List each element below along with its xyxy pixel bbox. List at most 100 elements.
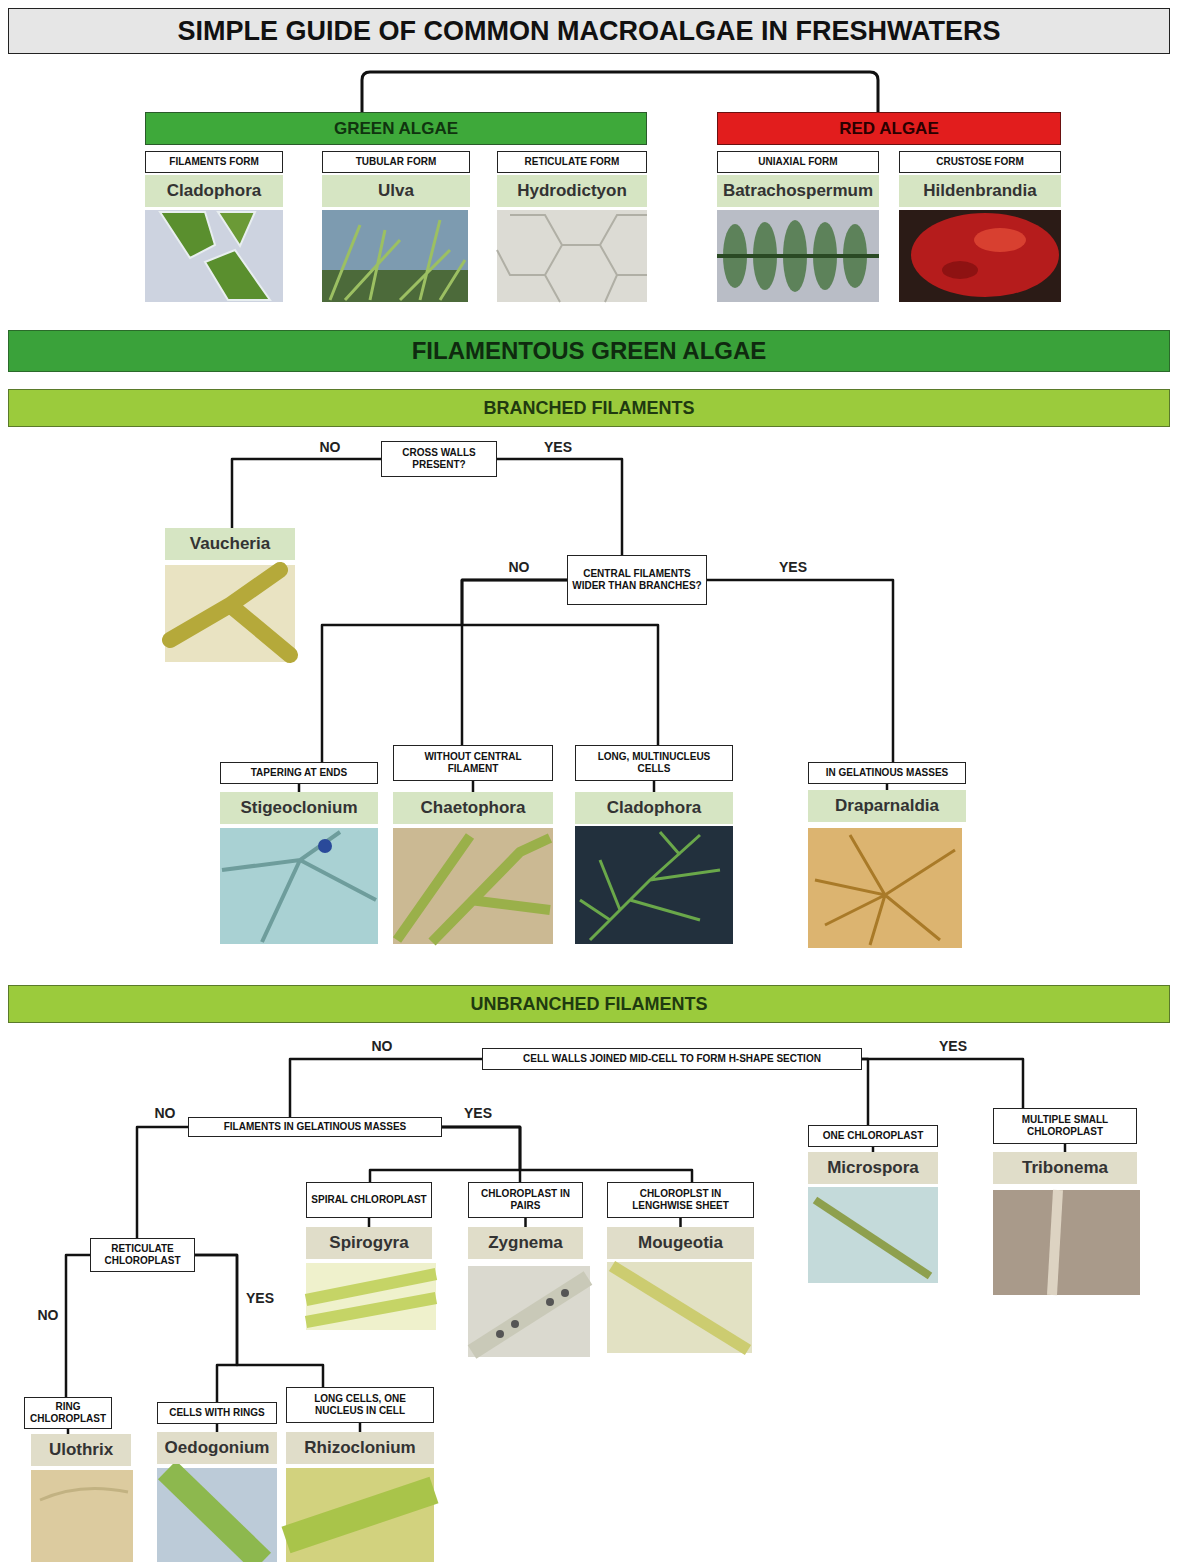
edge-label: NO (318, 440, 343, 455)
algal-cell (205, 250, 270, 300)
chloroplast (496, 1330, 504, 1338)
node-text: CHLOROPLST IN LENGHWISE SHEET (612, 1188, 749, 1212)
photo-ground (220, 828, 378, 944)
chloroplast (546, 1298, 554, 1306)
subsection-band: BRANCHED FILAMENTS (8, 389, 1170, 427)
node-text: Oedogonium (165, 1438, 270, 1458)
node-text: TUBULAR FORM (356, 156, 437, 168)
photo-ground (607, 1262, 752, 1353)
net-mesh (497, 215, 647, 302)
photo-ground (165, 565, 295, 662)
photo-ground (286, 1468, 434, 1562)
decision-box: CELLS WITH RINGS (157, 1402, 277, 1424)
connector (679, 1218, 682, 1227)
algal-filament (40, 1488, 128, 1500)
node-text: Vaucheria (190, 534, 270, 554)
node-text: CELL WALLS JOINED MID-CELL TO FORM H-SHA… (523, 1053, 821, 1065)
decision-box: CHLOROPLST IN LENGHWISE SHEET (607, 1182, 754, 1218)
node-text: RING CHLOROPLAST (29, 1401, 107, 1425)
genus-name: Hydrodictyon (497, 175, 647, 207)
node-text: Batrachospermum (723, 181, 873, 201)
connector (368, 1218, 371, 1227)
algal-filament (306, 1274, 436, 1322)
photo-ground (808, 1187, 938, 1283)
photo-ground (393, 828, 553, 944)
edge-label: NO (370, 1039, 395, 1054)
feature-label: IN GELATINOUS MASSES (808, 762, 966, 784)
hildenbrandia-photo (899, 210, 1061, 302)
subsection-band: UNBRANCHED FILAMENTS (8, 985, 1170, 1023)
tree-bracket (362, 72, 878, 112)
photo-ground (157, 1468, 277, 1562)
node-text: Cladophora (607, 798, 701, 818)
connector (472, 781, 475, 792)
red-crust (974, 228, 1026, 252)
cladophora-photo (575, 826, 733, 944)
genus-name: Draparnaldia (808, 790, 966, 822)
algal-filament (472, 1278, 588, 1352)
node-text: CROSS WALLS PRESENT? (386, 447, 492, 471)
decision-box: RING CHLOROPLAST (24, 1397, 112, 1429)
red-crust (942, 261, 978, 279)
node-text: GREEN ALGAE (334, 119, 458, 139)
photo-ground (306, 1263, 436, 1330)
connector (216, 1424, 219, 1432)
photo-ground (468, 1266, 590, 1357)
decision-box: LONG CELLS, ONE NUCLEUS IN CELL (286, 1387, 434, 1423)
node-text: Hydrodictyon (517, 181, 627, 201)
connector (322, 580, 567, 762)
decision-box: CENTRAL FILAMENTS WIDER THAN BRANCHES? (567, 555, 707, 605)
algal-cell (160, 212, 215, 258)
algal-filament (815, 835, 955, 945)
hydrodictyon-photo (497, 210, 647, 302)
connector (195, 1255, 323, 1387)
feature-label: TUBULAR FORM (322, 151, 470, 173)
category-band: RED ALGAE (717, 112, 1061, 145)
node-text: Tribonema (1022, 1158, 1108, 1178)
algal-filament (286, 1490, 434, 1540)
decision-box: SPIRAL CHLOROPLAST (306, 1182, 432, 1218)
genus-name: Zygnema (468, 1227, 583, 1259)
node-text: FILAMENTS FORM (169, 156, 258, 168)
node-text: Ulva (378, 181, 414, 201)
connector (442, 1127, 520, 1182)
photo-ground (575, 826, 733, 944)
genus-name: Vaucheria (165, 528, 295, 560)
genus-name: Ulothrix (31, 1434, 131, 1466)
photo-ground (322, 210, 468, 302)
decision-box: CHLOROPLAST IN PAIRS (468, 1182, 583, 1218)
connector (232, 459, 381, 528)
connector (862, 1059, 868, 1125)
chloroplast (511, 1320, 519, 1328)
connector (497, 459, 622, 555)
ulothrix-photo (31, 1470, 133, 1562)
feature-label: FILAMENTS FORM (145, 151, 283, 173)
connector (137, 1127, 188, 1238)
edge-label: NO (153, 1106, 178, 1121)
edge-label: YES (244, 1291, 276, 1306)
cladophora-photo (145, 210, 283, 302)
node-text: CHLOROPLAST IN PAIRS (473, 1188, 578, 1212)
photo-ground (322, 270, 468, 302)
decision-box: LONG, MULTINUCLEUS CELLS (575, 745, 733, 781)
title-text: SIMPLE GUIDE OF COMMON MACROALGAE IN FRE… (178, 16, 1001, 47)
algal-tube (170, 570, 290, 655)
genus-name: Spirogyra (306, 1227, 432, 1259)
decision-box: FILAMENTS IN GELATINOUS MASSES (188, 1117, 442, 1137)
node-text: Hildenbrandia (923, 181, 1036, 201)
connector (653, 781, 656, 792)
feature-label: RETICULATE FORM (497, 151, 647, 173)
genus-name: Mougeotia (607, 1227, 754, 1259)
photo-ground (717, 210, 879, 302)
red-crust (911, 213, 1059, 297)
photo-ground (808, 828, 962, 948)
algal-filament (1052, 1190, 1058, 1295)
photo-ground (31, 1470, 133, 1562)
decision-box: CROSS WALLS PRESENT? (381, 441, 497, 477)
node-text: ONE CHLOROPLAST (823, 1130, 924, 1142)
genus-name: Cladophora (575, 792, 733, 824)
feature-label: UNIAXIAL FORM (717, 151, 879, 173)
node-text: IN GELATINOUS MASSES (826, 767, 949, 779)
